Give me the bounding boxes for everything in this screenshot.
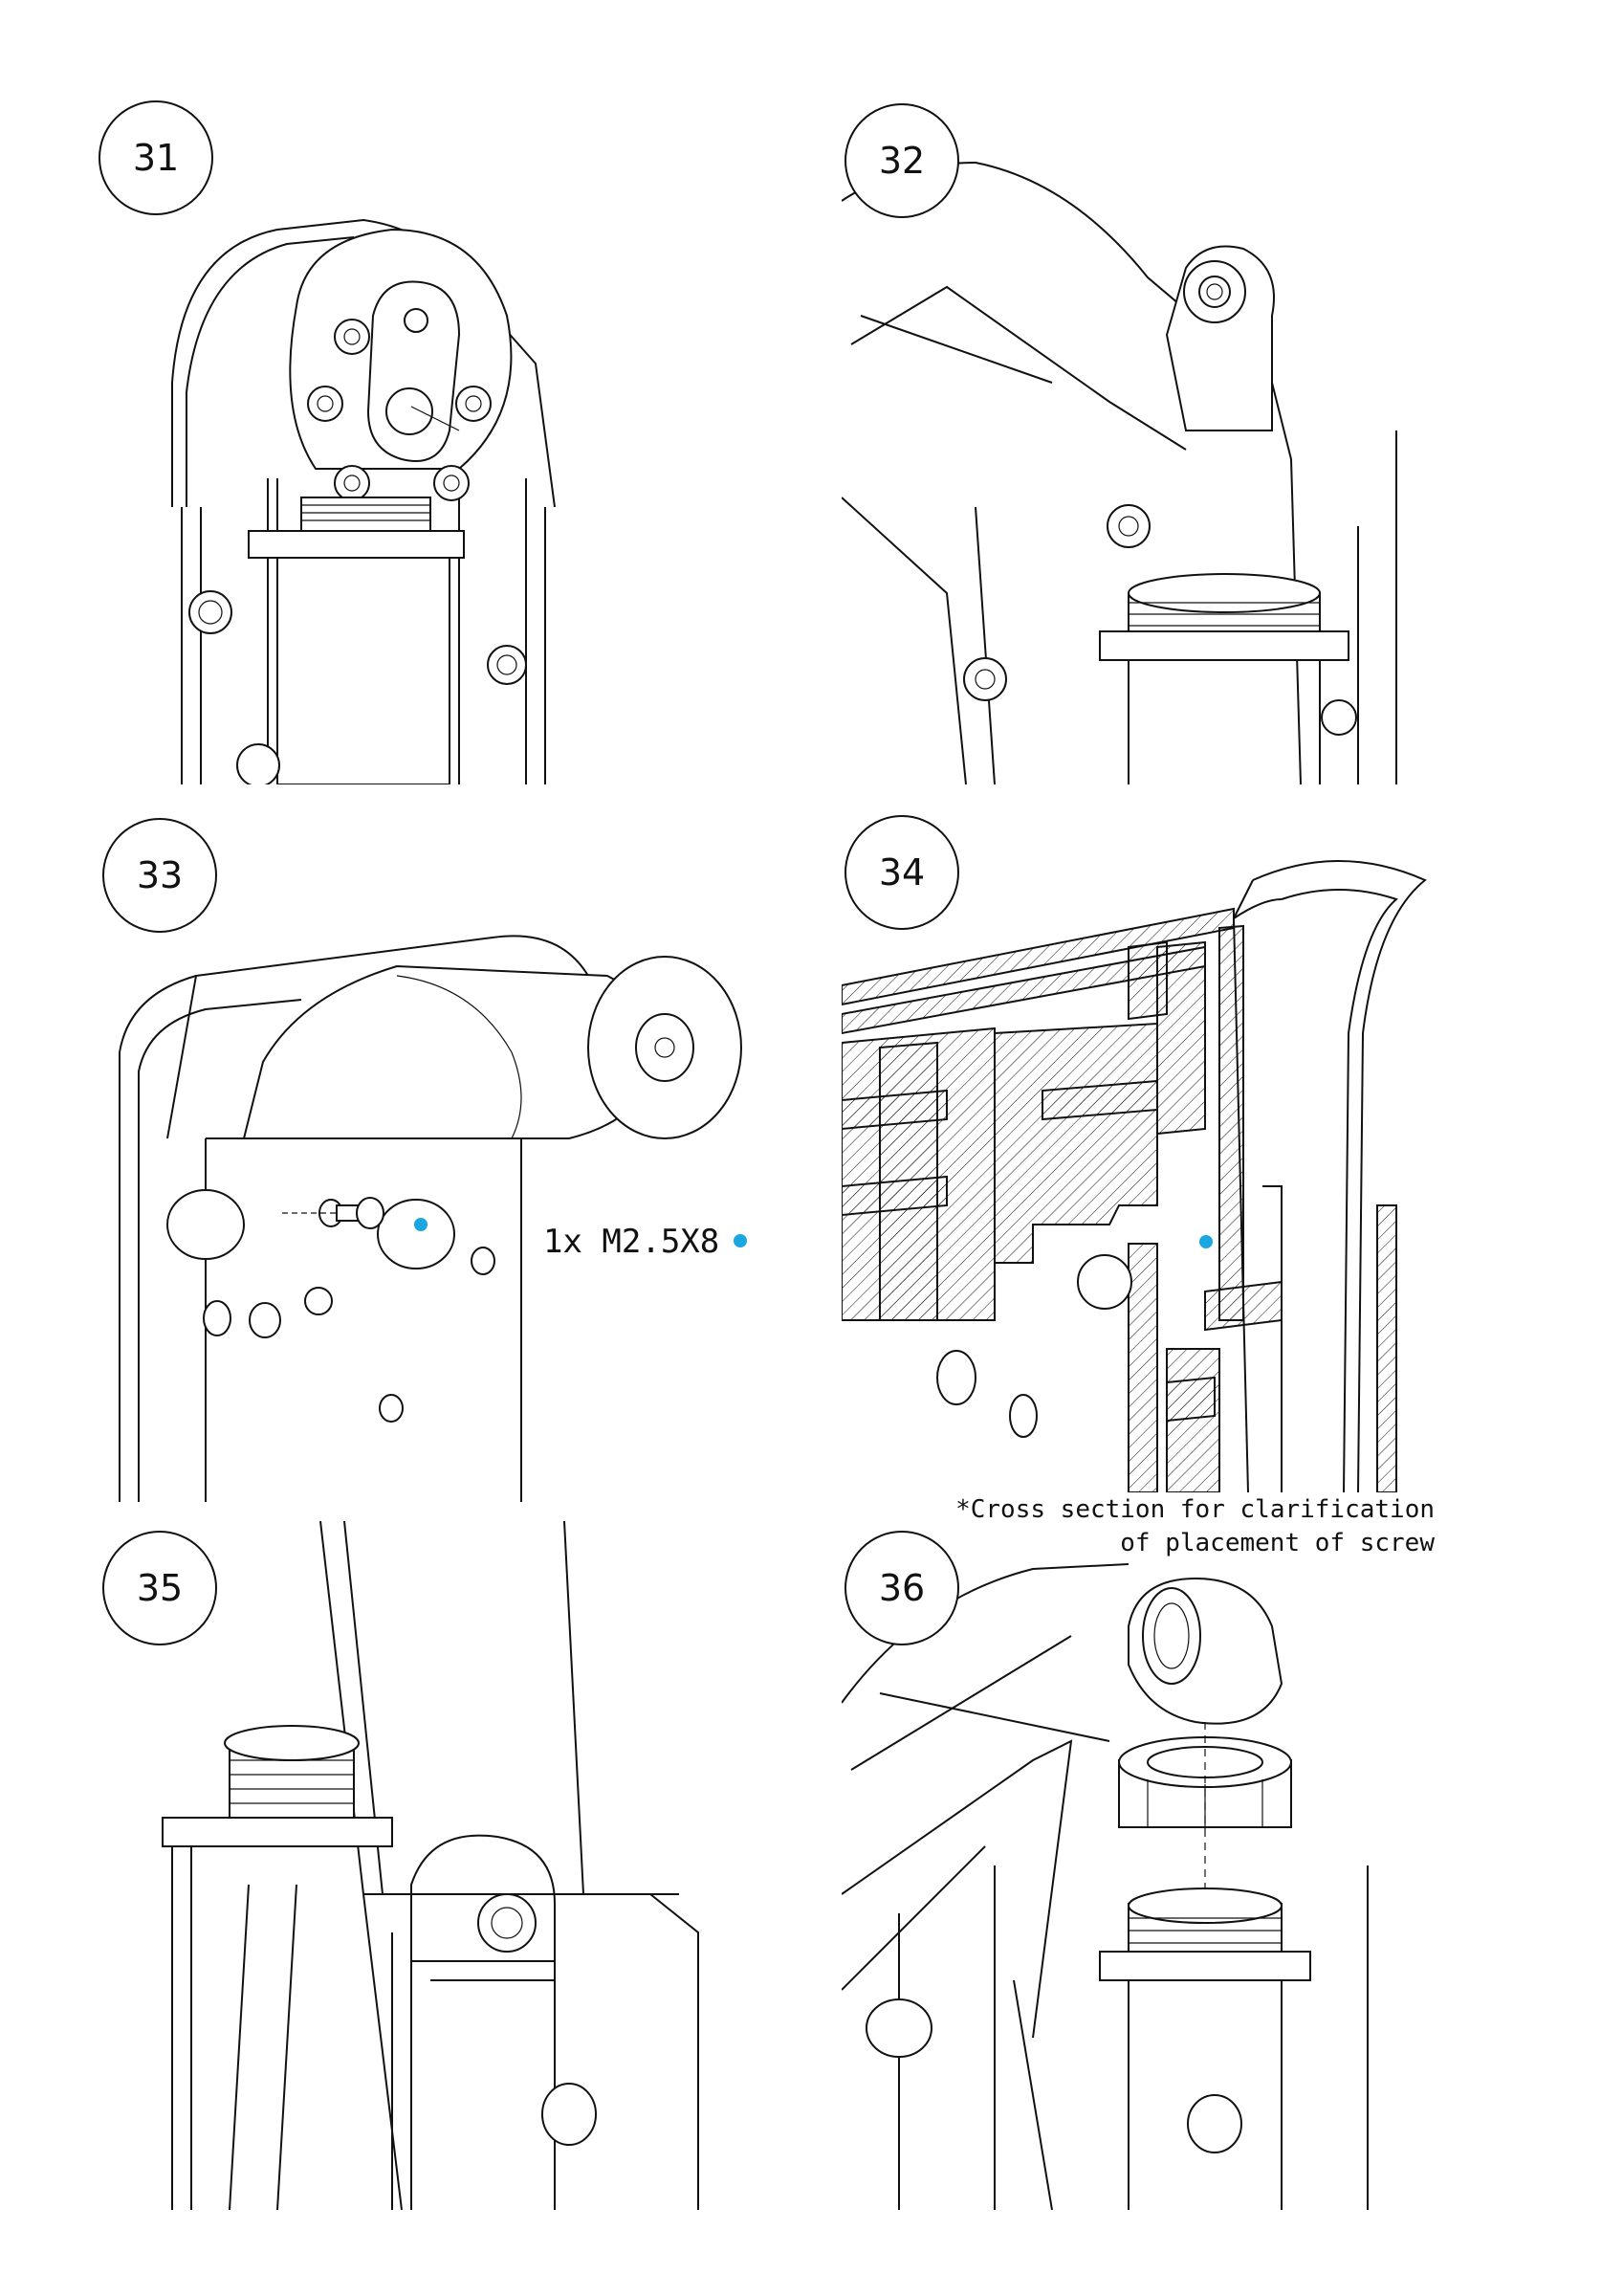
- screw-callout-label: 1x M2.5X8: [543, 1223, 720, 1261]
- step-34-drawing: [842, 860, 1427, 1492]
- step-34-panel: [842, 842, 1435, 1492]
- step-badge-34: 34: [844, 815, 959, 930]
- step-badge-35: 35: [102, 1531, 217, 1645]
- cross-section-note-line2: of placement of screw: [1120, 1529, 1435, 1557]
- step-31-panel: [143, 191, 717, 784]
- step-35-drawing: [162, 1521, 699, 2210]
- step-badge-36: 36: [844, 1531, 959, 1645]
- cross-section-note-line1: *Cross section for clarification: [955, 1495, 1435, 1524]
- step-badge-33: 33: [102, 818, 217, 933]
- section-screw-dot: [1199, 1235, 1213, 1248]
- step-35-panel: [143, 1521, 736, 2210]
- step-32-panel: [842, 144, 1435, 784]
- screw-callout-dot: [734, 1234, 747, 1247]
- step-32-drawing: [842, 161, 1397, 784]
- step-33-drawing: [119, 935, 742, 1502]
- screw-marker-dot: [414, 1218, 428, 1231]
- step-36-panel: [842, 1550, 1435, 2210]
- step-36-drawing: [842, 1563, 1369, 2210]
- step-badge-32: 32: [844, 103, 959, 218]
- step-33-panel: [110, 918, 770, 1502]
- step-badge-31: 31: [99, 100, 213, 215]
- step-31-drawing: [171, 218, 556, 784]
